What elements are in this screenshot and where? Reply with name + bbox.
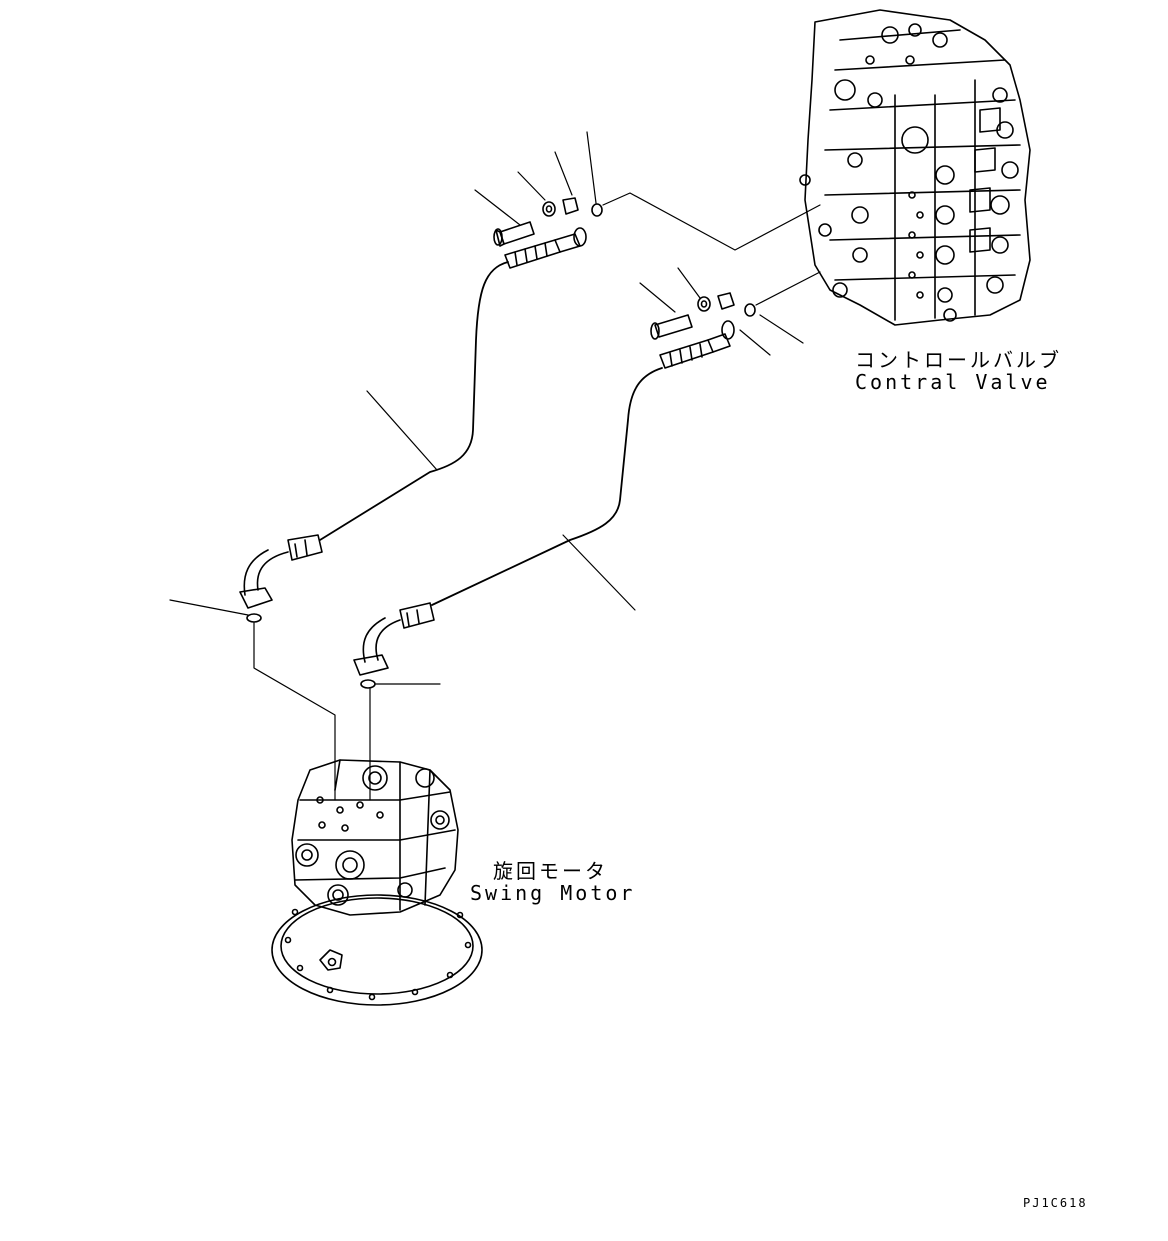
control-valve-drawing — [799, 9, 1031, 326]
swing-motor-label-en: Swing Motor — [470, 881, 636, 905]
leader-lines — [169, 131, 821, 801]
control-valve-label-en: Contral Valve — [855, 370, 1051, 394]
swing-motor-label-jp: 旋回モータ — [493, 859, 608, 883]
swing-motor-drawing — [271, 759, 483, 1006]
hose-lower — [353, 320, 735, 676]
control-valve-label-jp: コントロールバルブ — [855, 348, 1062, 372]
hose-upper — [239, 227, 587, 609]
fittings-lower — [650, 292, 756, 340]
drawing-reference-code: PJ1C618 — [1023, 1196, 1088, 1210]
o-rings-motor — [246, 613, 376, 689]
